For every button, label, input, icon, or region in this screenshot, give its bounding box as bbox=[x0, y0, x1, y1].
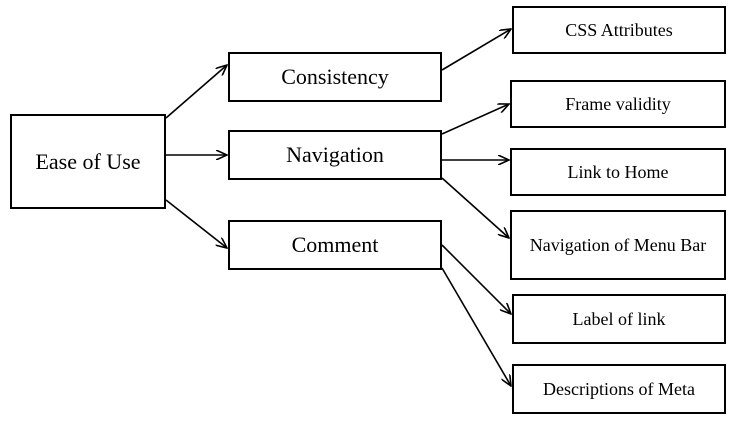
node-navigation: Navigation bbox=[228, 130, 442, 180]
node-navigation-of-menu-bar: Navigation of Menu Bar bbox=[510, 210, 726, 280]
node-label: CSS Attributes bbox=[565, 19, 673, 40]
node-label: Consistency bbox=[281, 64, 389, 90]
arrow-comment-to-label bbox=[441, 244, 511, 314]
arrow-navigation-to-menu bbox=[441, 177, 509, 238]
node-consistency: Consistency bbox=[228, 52, 442, 102]
node-css-attributes: CSS Attributes bbox=[512, 6, 726, 54]
node-label: Comment bbox=[291, 232, 379, 258]
node-ease-of-use: Ease of Use bbox=[10, 114, 166, 209]
node-label: Link to Home bbox=[567, 161, 669, 182]
node-label: Label of link bbox=[572, 308, 666, 329]
node-label: Navigation bbox=[286, 142, 384, 168]
arrow-navigation-to-frame bbox=[441, 104, 509, 135]
arrow-consistency-to-css bbox=[441, 29, 511, 71]
node-label-of-link: Label of link bbox=[512, 294, 726, 344]
node-frame-validity: Frame validity bbox=[510, 80, 726, 128]
node-label: Navigation of Menu Bar bbox=[529, 234, 707, 255]
node-label: Descriptions of Meta bbox=[543, 378, 695, 399]
node-label: Ease of Use bbox=[35, 148, 141, 174]
node-comment: Comment bbox=[228, 220, 442, 270]
arrow-ease-to-consistency bbox=[165, 65, 227, 119]
arrow-ease-to-comment bbox=[165, 199, 227, 248]
node-link-to-home: Link to Home bbox=[510, 148, 726, 196]
node-label: Frame validity bbox=[565, 93, 671, 114]
arrow-comment-to-meta bbox=[441, 267, 511, 386]
node-descriptions-of-meta: Descriptions of Meta bbox=[512, 364, 726, 414]
